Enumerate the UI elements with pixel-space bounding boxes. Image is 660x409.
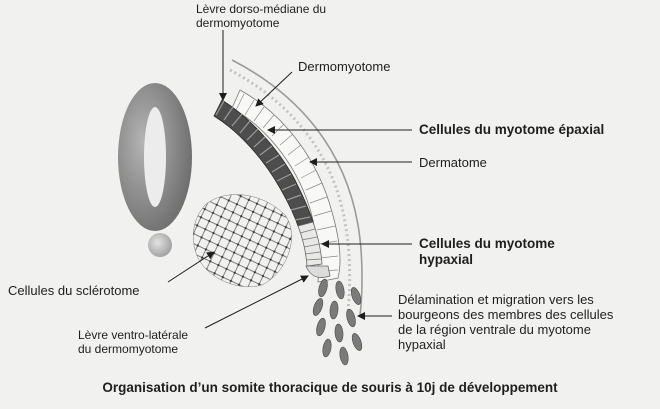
hypaxial-myotome	[297, 221, 323, 267]
leader-sclerotome	[167, 251, 215, 283]
ectoderm-outer	[231, 59, 363, 316]
hypaxial-ribs	[299, 228, 322, 261]
figure-caption: Organisation d’un somite thoracique de s…	[102, 380, 558, 395]
notochord	[148, 233, 172, 257]
neural-tube-lumen	[144, 107, 166, 207]
label-sclerotome: Cellules du sclérotome	[8, 283, 140, 298]
epaxial-ribs	[215, 100, 311, 221]
label-dermomyotome: Dermomyotome	[298, 59, 391, 74]
label-levre-dorso-mediane: Lèvre dorso-médiane du dermomyotome	[196, 2, 327, 30]
leader-dermomyotome	[255, 71, 293, 107]
ventro-lateral-lip	[305, 265, 331, 278]
label-myotome-hypaxial: Cellules du myotome hypaxial	[419, 236, 555, 267]
leader-levre-ventro	[204, 275, 309, 329]
migrating-cells	[312, 278, 363, 366]
label-delamination: Délamination et migration vers les bourg…	[398, 292, 614, 352]
label-levre-ventro-laterale: Lèvre ventro-latérale du dermomyotome	[78, 328, 189, 356]
label-myotome-epaxial: Cellules du myotome épaxial	[419, 122, 605, 137]
sclerotome-cells	[193, 194, 292, 287]
label-dermatome: Dermatome	[419, 155, 487, 170]
leader-lines	[167, 30, 412, 329]
dermatome-band	[231, 89, 341, 283]
